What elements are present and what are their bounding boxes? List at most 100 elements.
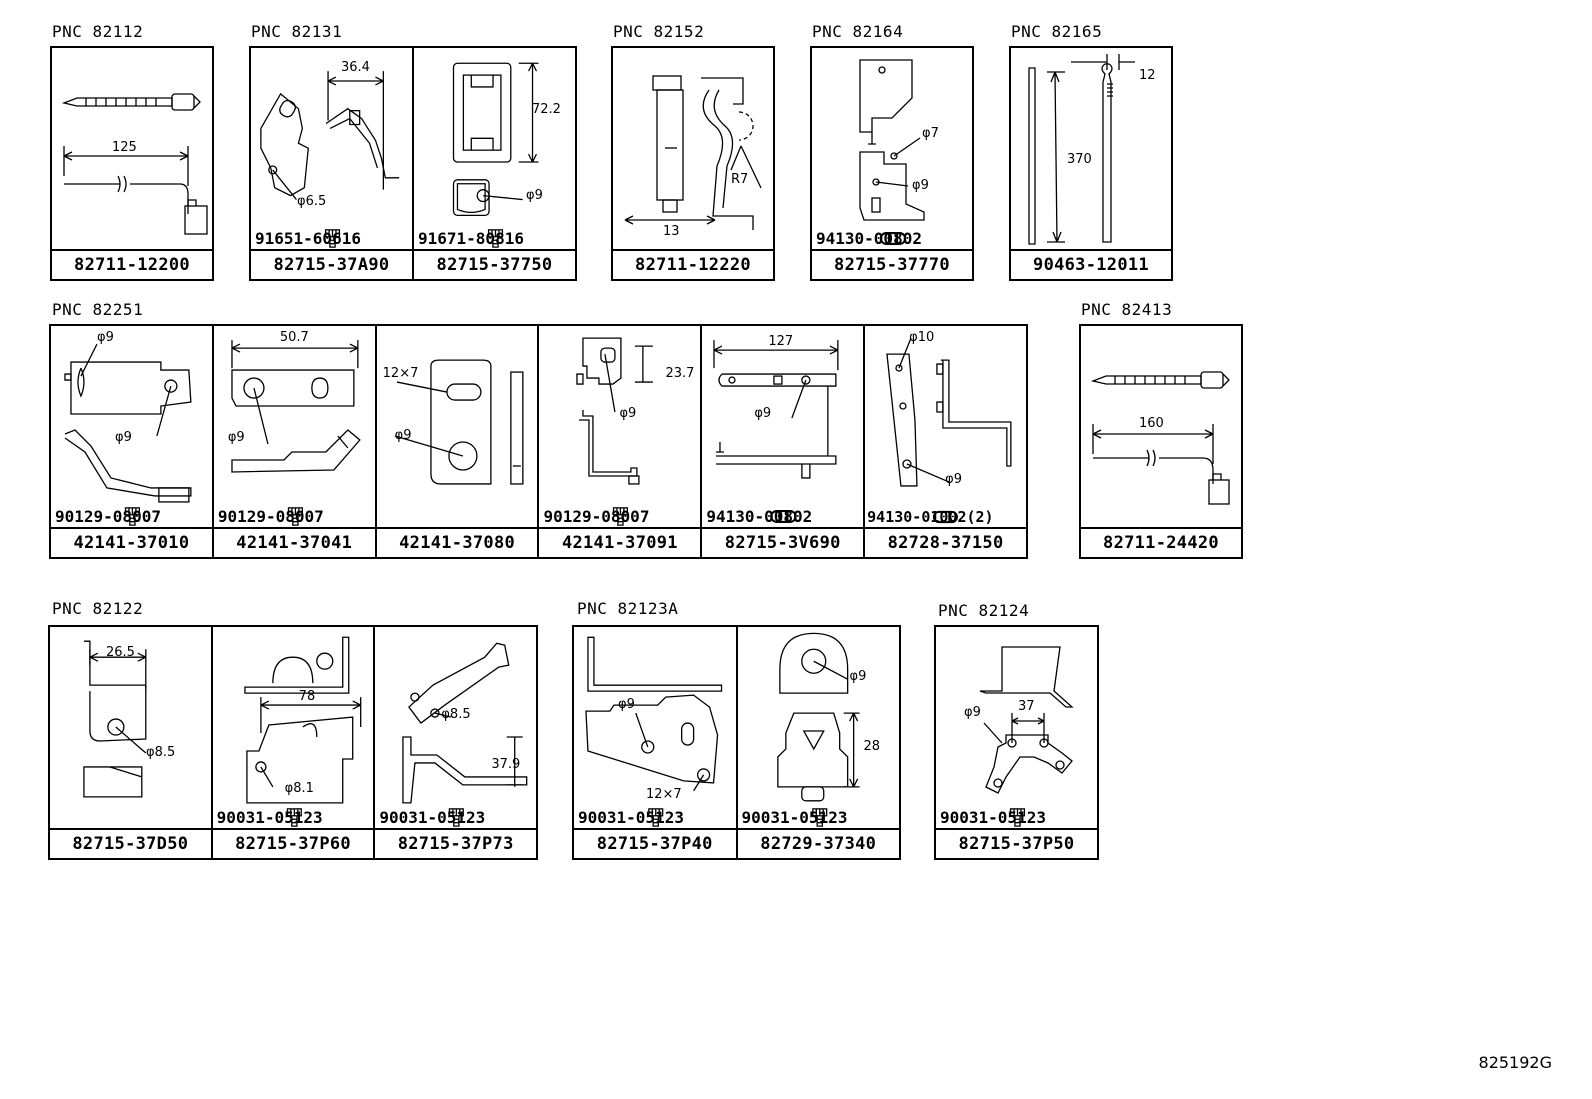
sub-part[interactable]: 94130-00802 bbox=[706, 507, 861, 526]
bracket-drawing bbox=[64, 343, 192, 503]
part-cell[interactable]: 127 φ9 94130-00802 82715-3V690 bbox=[702, 326, 866, 557]
pnc-label: PNC 82112 bbox=[52, 22, 144, 41]
sub-part[interactable]: 91671-80816 bbox=[418, 229, 573, 248]
dimension-label: 160 bbox=[1139, 416, 1164, 431]
part-number[interactable]: 82729-37340 bbox=[737, 828, 899, 858]
plate-drawing bbox=[394, 359, 524, 485]
part-number[interactable]: 82715-37D50 bbox=[50, 828, 211, 858]
part-cell[interactable]: φ9 12×7 90031-05123 82715-37P40 bbox=[574, 627, 738, 858]
part-cell[interactable]: 50.7 φ9 90129-08007 42141-37041 bbox=[213, 326, 377, 557]
sub-part[interactable]: 90031-05123 bbox=[578, 808, 734, 827]
sub-part[interactable]: 91651-60616 bbox=[255, 229, 410, 248]
dimension-label: 370 bbox=[1067, 152, 1092, 167]
sub-part[interactable]: 90031-05123 bbox=[379, 808, 534, 827]
part-number[interactable]: 42141-37091 bbox=[539, 527, 701, 557]
pnc-label: PNC 82124 bbox=[938, 601, 1030, 620]
bracket-drawing bbox=[713, 340, 839, 479]
dimension-label: φ8.1 bbox=[284, 781, 314, 796]
diagram-code: 825192G bbox=[1478, 1053, 1552, 1072]
part-number[interactable]: 90463-12011 bbox=[1011, 249, 1171, 279]
bracket-drawing bbox=[83, 640, 147, 798]
bolt-icon bbox=[124, 507, 140, 526]
bolt-icon bbox=[613, 507, 629, 526]
part-number[interactable]: 82715-37P50 bbox=[936, 828, 1097, 858]
clip-drawing bbox=[776, 632, 860, 802]
part-cell[interactable]: 12×7 φ9 42141-37080 bbox=[376, 326, 540, 557]
cable-tie-drawing bbox=[1028, 54, 1135, 245]
bolt-icon bbox=[324, 229, 341, 248]
part-cell[interactable]: 13 R7 82711-12220 bbox=[613, 48, 773, 279]
part-cell[interactable]: 23.7 φ9 90129-08007 42141-37091 bbox=[539, 326, 703, 557]
part-cell[interactable]: 78 φ8.1 90031-05123 82715-37P60 bbox=[212, 627, 376, 858]
part-number[interactable]: 82711-12200 bbox=[52, 249, 212, 279]
dimension-label: 12×7 bbox=[382, 366, 419, 381]
dimension-label: φ6.5 bbox=[297, 194, 327, 209]
bracket-drawing bbox=[886, 337, 1012, 487]
part-cell[interactable]: 160 82711-24420 bbox=[1081, 326, 1241, 557]
dimension-label: φ9 bbox=[619, 406, 637, 421]
part-group: φ9 12×7 90031-05123 82715-37P40 φ9 28 90… bbox=[572, 625, 901, 860]
dimension-label: φ9 bbox=[97, 330, 114, 345]
part-cell[interactable]: 36.4 φ6.5 91651-60616 82715-37A90 bbox=[251, 48, 414, 279]
part-cell[interactable]: φ10 φ9 94130-01002(2) 82728-37150 bbox=[865, 326, 1026, 557]
part-number[interactable]: 42141-37041 bbox=[213, 527, 375, 557]
part-number[interactable]: 82711-24420 bbox=[1081, 527, 1241, 557]
bracket-drawing bbox=[231, 340, 361, 473]
part-group: 26.5 φ8.5 82715-37D50 78 φ8.1 90031-0512… bbox=[48, 625, 538, 860]
dimension-label: 23.7 bbox=[665, 366, 695, 381]
sub-part[interactable]: 90129-08007 bbox=[55, 507, 210, 526]
part-number[interactable]: 82715-37P73 bbox=[375, 828, 537, 858]
bracket-drawing bbox=[576, 337, 654, 485]
part-group: φ7 φ9 94130-00802 82715-37770 bbox=[810, 46, 974, 281]
part-number[interactable]: 82715-37A90 bbox=[251, 249, 412, 279]
part-number[interactable]: 42141-37010 bbox=[51, 527, 212, 557]
dimension-label: 26.5 bbox=[106, 645, 135, 660]
pnc-label: PNC 82164 bbox=[812, 22, 904, 41]
pnc-label: PNC 82251 bbox=[52, 300, 144, 319]
part-number[interactable]: 82715-37770 bbox=[812, 249, 972, 279]
bolt-icon bbox=[287, 507, 303, 526]
sub-part-number: 94130-01002(2) bbox=[867, 508, 994, 526]
part-number[interactable]: 82715-37P40 bbox=[574, 828, 736, 858]
part-cell[interactable]: φ9 28 90031-05123 82729-37340 bbox=[737, 627, 899, 858]
part-cell[interactable]: 26.5 φ8.5 82715-37D50 bbox=[50, 627, 213, 858]
dimension-label: 72.2 bbox=[532, 102, 561, 117]
part-cell[interactable]: 72.2 φ9 91671-80816 82715-37750 bbox=[414, 48, 575, 279]
part-group: 160 82711-24420 bbox=[1079, 324, 1243, 559]
part-group: 125 82711-12200 bbox=[50, 46, 214, 281]
part-number[interactable]: 42141-37080 bbox=[376, 527, 538, 557]
dimension-label: 12×7 bbox=[646, 787, 682, 802]
dimension-label: 78 bbox=[298, 689, 316, 704]
dimension-label: φ9 bbox=[849, 669, 867, 684]
sub-part[interactable]: 90031-05123 bbox=[940, 808, 1095, 827]
part-cell[interactable]: 12 370 90463-12011 bbox=[1011, 48, 1171, 279]
part-number[interactable]: 82711-12220 bbox=[613, 249, 773, 279]
dimension-label: φ8.5 bbox=[146, 745, 176, 760]
bracket-drawing bbox=[402, 642, 528, 804]
part-cell[interactable]: 125 82711-12200 bbox=[52, 48, 212, 279]
pnc-label: PNC 82123A bbox=[577, 599, 679, 618]
sub-part[interactable]: 94130-01002(2) bbox=[867, 508, 1024, 526]
part-group: 12 370 90463-12011 bbox=[1009, 46, 1173, 281]
sub-part[interactable]: 90031-05123 bbox=[217, 808, 372, 827]
sub-part[interactable]: 90129-08007 bbox=[218, 507, 373, 526]
dimension-label: φ7 bbox=[922, 126, 939, 141]
dimension-label: φ9 bbox=[227, 430, 245, 445]
part-number[interactable]: 82715-3V690 bbox=[702, 527, 864, 557]
sub-part[interactable]: 94130-00802 bbox=[816, 229, 970, 248]
part-number[interactable]: 82715-37P60 bbox=[212, 828, 374, 858]
part-number[interactable]: 82715-37750 bbox=[414, 249, 575, 279]
cable-clamp-drawing bbox=[61, 93, 208, 235]
part-cell[interactable]: φ8.5 37.9 90031-05123 82715-37P73 bbox=[375, 627, 537, 858]
part-cell[interactable]: φ9 37 90031-05123 82715-37P50 bbox=[936, 627, 1097, 858]
part-cell[interactable]: φ7 φ9 94130-00802 82715-37770 bbox=[812, 48, 972, 279]
bracket-drawing bbox=[979, 646, 1074, 794]
sub-part[interactable]: 90129-08007 bbox=[543, 507, 698, 526]
bracket-drawing bbox=[260, 71, 400, 200]
dimension-label: 37 bbox=[1018, 699, 1035, 714]
part-cell[interactable]: φ9 φ9 90129-08007 42141-37010 bbox=[51, 326, 214, 557]
part-number[interactable]: 82728-37150 bbox=[865, 527, 1026, 557]
dimension-label: R7 bbox=[731, 172, 749, 187]
part-group: 36.4 φ6.5 91651-60616 82715-37A90 72.2 φ… bbox=[249, 46, 577, 281]
sub-part[interactable]: 90031-05123 bbox=[742, 808, 898, 827]
